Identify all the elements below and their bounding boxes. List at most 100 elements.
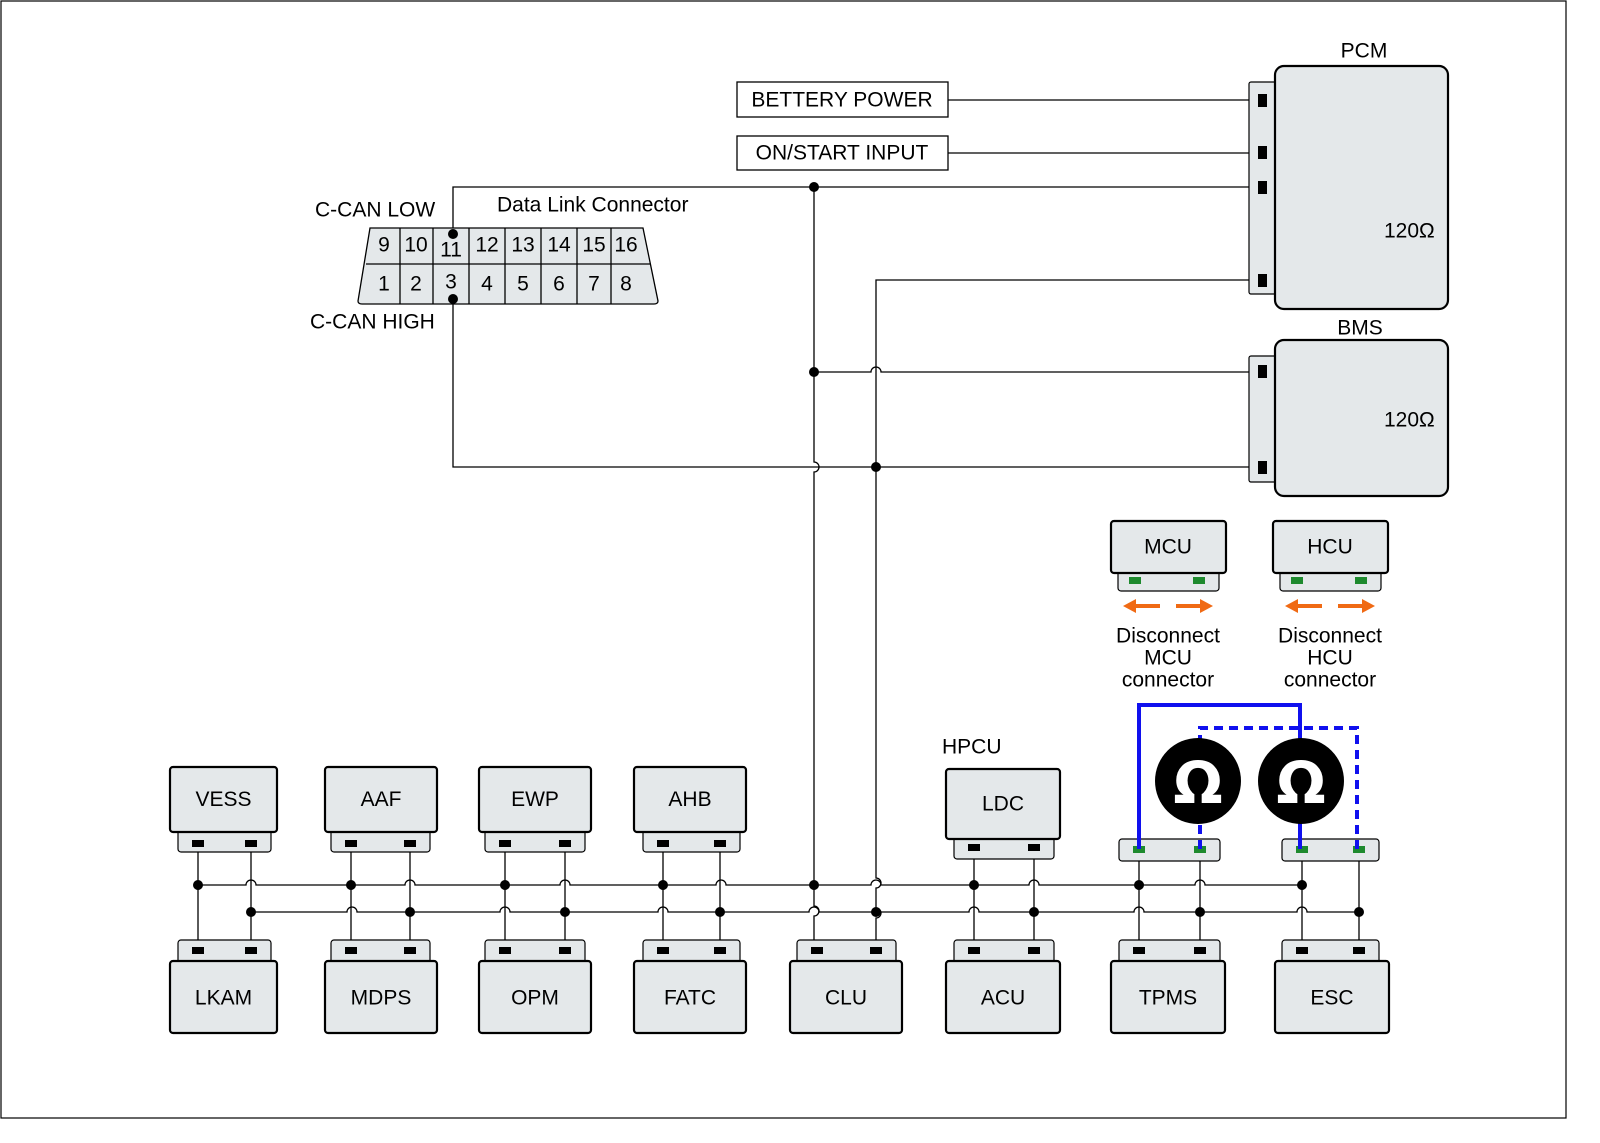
tpms-test-connector: [1118, 838, 1221, 862]
connector-pin: [1296, 947, 1308, 954]
bms-label: BMS: [1337, 317, 1383, 340]
dlc-pin-number: 15: [582, 234, 605, 257]
module-label: VESS: [195, 788, 251, 811]
connector-pin: [1193, 577, 1205, 584]
ohmmeter-right: Ω: [1258, 738, 1344, 824]
connector-pin: [1129, 577, 1141, 584]
module-ldc: LDC: [944, 767, 1062, 860]
dlc-pin-number: 3: [445, 271, 457, 294]
dlc-top-pin-row: 9 10 11 12 13 14 15 16: [378, 234, 638, 262]
dlc-pin-number: 10: [404, 234, 427, 257]
module-vess: VESS: [168, 765, 279, 853]
top-module-row: VESS AAF EWP AHB LDC: [168, 765, 1062, 860]
c-can-low-label: C-CAN LOW: [315, 199, 435, 222]
dlc-pin-number: 13: [511, 234, 534, 257]
dlc-pin-number: 1: [378, 273, 390, 296]
pcm-resistor-label: 120Ω: [1384, 220, 1435, 243]
disconnect-note-line: Disconnect: [1278, 625, 1382, 648]
module-label: ACU: [981, 987, 1025, 1010]
connector-pin: [1194, 947, 1206, 954]
module-label: AAF: [361, 788, 402, 811]
dlc-pin-number: 4: [481, 273, 493, 296]
battery-power-input: BETTERY POWER: [736, 81, 949, 118]
module-opm: OPM: [477, 939, 593, 1035]
module-ahb: AHB: [632, 765, 748, 853]
pcm-label: PCM: [1341, 40, 1388, 63]
connector-pin: [657, 840, 669, 847]
module-label: FATC: [664, 987, 716, 1010]
battery-power-label: BETTERY POWER: [751, 89, 932, 112]
dlc-pin-number: 7: [588, 273, 600, 296]
ohmmeter-left: Ω: [1155, 738, 1241, 824]
connector-pin: [559, 947, 571, 954]
on-start-input: ON/START INPUT: [736, 135, 949, 171]
dlc-pin-number: 6: [553, 273, 565, 296]
module-label: TPMS: [1139, 987, 1197, 1010]
dlc-pin-number: 5: [517, 273, 529, 296]
module-tpms: TPMS: [1109, 939, 1227, 1035]
connector-pin: [192, 840, 204, 847]
dlc-pin-number: 9: [378, 234, 390, 257]
ohm-icon: Ω: [1173, 749, 1222, 817]
junction-dots: [193, 182, 1364, 917]
connector-pin: [714, 840, 726, 847]
pcm-module: PCM 120Ω: [1248, 40, 1450, 311]
module-label: MDPS: [351, 987, 412, 1010]
connector-pin: [870, 947, 882, 954]
connector-pin: [657, 947, 669, 954]
connector-pin: [1355, 577, 1367, 584]
dlc-pin-number: 8: [620, 273, 632, 296]
module-clu: CLU: [788, 939, 904, 1035]
connector-pin: [1296, 846, 1308, 853]
connector-pin: [1291, 577, 1303, 584]
module-esc: ESC: [1273, 939, 1391, 1035]
on-start-input-label: ON/START INPUT: [756, 142, 929, 165]
module-fatc: FATC: [632, 939, 748, 1035]
dlc-pin-number: 12: [475, 234, 498, 257]
connector-pin: [968, 844, 980, 851]
dlc-cell-dividers: [399, 228, 612, 304]
disconnect-note-line: Disconnect: [1116, 625, 1220, 648]
module-lkam: LKAM: [168, 939, 279, 1035]
connector-pin: [245, 947, 257, 954]
bms-resistor-label: 120Ω: [1384, 409, 1435, 432]
esc-test-connector: [1281, 838, 1380, 862]
module-label: EWP: [511, 788, 559, 811]
dlc-pin-number: 11: [440, 239, 462, 262]
connector-pin: [345, 947, 357, 954]
data-link-connector: C-CAN LOW Data Link Connector C-CAN HIGH…: [310, 194, 688, 334]
connector-pin: [404, 947, 416, 954]
connector-pin: [499, 947, 511, 954]
module-aaf: AAF: [323, 765, 439, 853]
connector-pin: [404, 840, 416, 847]
connector-pin: [968, 947, 980, 954]
disconnect-note-line: MCU: [1144, 647, 1192, 670]
bms-module: BMS 120Ω: [1248, 317, 1450, 498]
module-ewp: EWP: [477, 765, 593, 853]
dlc-pin-number: 14: [547, 234, 571, 257]
connector-pin: [1133, 846, 1145, 853]
module-mdps: MDPS: [323, 939, 439, 1035]
dlc-pin-number: 2: [410, 273, 422, 296]
module-label: ESC: [1310, 987, 1353, 1010]
connector-pin: [1353, 846, 1365, 853]
connector-pin: [245, 840, 257, 847]
connector-pin: [1353, 947, 1365, 954]
connector-pin: [1028, 844, 1040, 851]
dlc-pin-11-dot: [448, 229, 458, 239]
dlc-title: Data Link Connector: [497, 194, 688, 217]
dlc-pin-3-dot: [448, 294, 458, 304]
disconnect-note-line: connector: [1284, 669, 1376, 692]
ohm-icon: Ω: [1276, 749, 1325, 817]
module-label: OPM: [511, 987, 559, 1010]
module-label: CLU: [825, 987, 867, 1010]
connector-pin: [811, 947, 823, 954]
module-label: HCU: [1307, 536, 1353, 559]
dlc-pin-number: 16: [614, 234, 637, 257]
connector-pin: [192, 947, 204, 954]
disconnect-note-line: connector: [1122, 669, 1214, 692]
hpcu-label: HPCU: [942, 736, 1002, 759]
disconnect-arrows: [1123, 599, 1213, 613]
